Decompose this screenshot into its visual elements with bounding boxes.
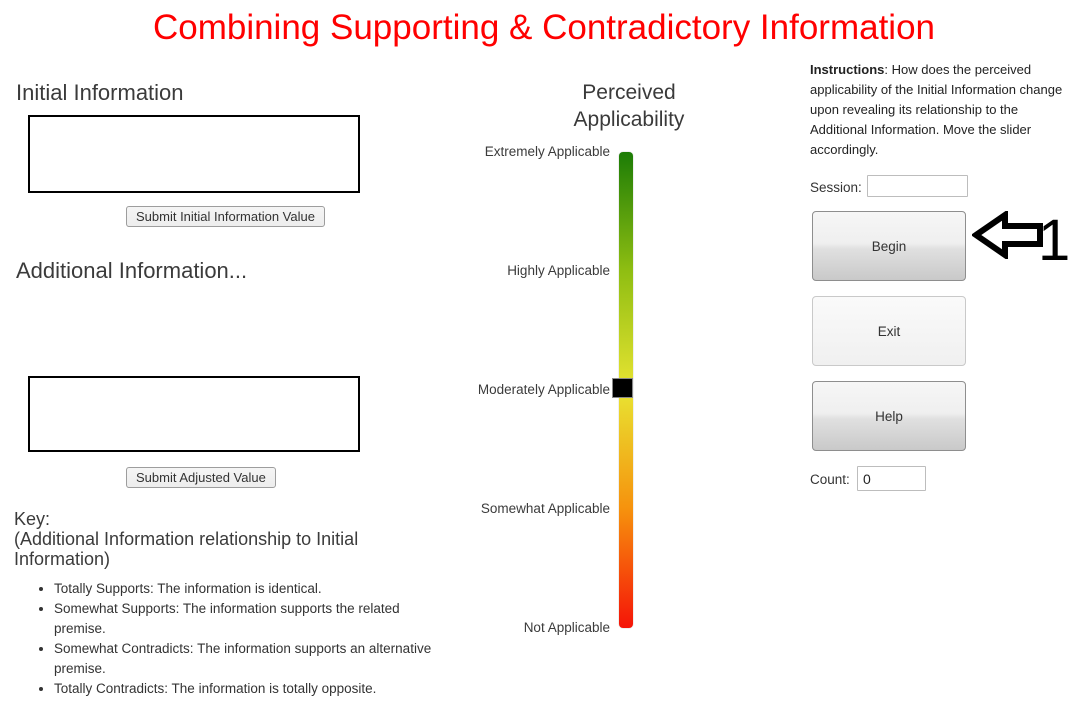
additional-information-box [28,376,360,452]
key-subheading: (Additional Information relationship to … [14,529,359,569]
perceived-applicability-heading: Perceived Applicability [573,81,685,131]
session-input[interactable] [867,175,968,197]
initial-information-heading: Initial Information [16,80,184,105]
slider-label-moderately-applicable: Moderately Applicable [477,382,610,397]
slider-label-extremely-applicable: Extremely Applicable [484,144,610,159]
exit-button[interactable]: Exit [812,296,966,366]
count-input[interactable] [857,466,926,491]
submit-initial-value-button[interactable]: Submit Initial Information Value [126,206,325,227]
slider-label-highly-applicable: Highly Applicable [507,263,610,278]
submit-adjusted-value-button[interactable]: Submit Adjusted Value [126,467,276,488]
key-item: Somewhat Contradicts: The information su… [54,639,434,679]
instructions-text: Instructions: How does the perceived app… [810,60,1064,160]
slider-label-somewhat-applicable: Somewhat Applicable [480,501,610,516]
left-arrow-icon [972,211,1043,259]
key-section: Key: (Additional Information relationshi… [14,509,434,699]
key-heading: Key: [14,509,51,529]
session-label: Session: [810,180,862,195]
page-title: Combining Supporting & Contradictory Inf… [152,8,936,47]
applicability-slider-handle[interactable] [612,378,633,398]
instructions-label: Instructions [810,62,885,77]
help-button[interactable]: Help [812,381,966,451]
initial-information-box [28,115,360,193]
key-item: Totally Supports: The information is ide… [54,579,434,599]
instructions-body: : How does the perceived applicability o… [810,62,1063,157]
begin-button[interactable]: Begin [812,211,966,281]
key-item: Totally Contradicts: The information is … [54,679,434,699]
slider-label-not-applicable: Not Applicable [523,620,610,635]
key-item: Somewhat Supports: The information suppo… [54,599,434,639]
annotation-number: 1 [1038,208,1071,273]
key-list: Totally Supports: The information is ide… [14,579,434,699]
count-label: Count: [810,472,850,487]
additional-information-heading: Additional Information... [16,258,248,283]
